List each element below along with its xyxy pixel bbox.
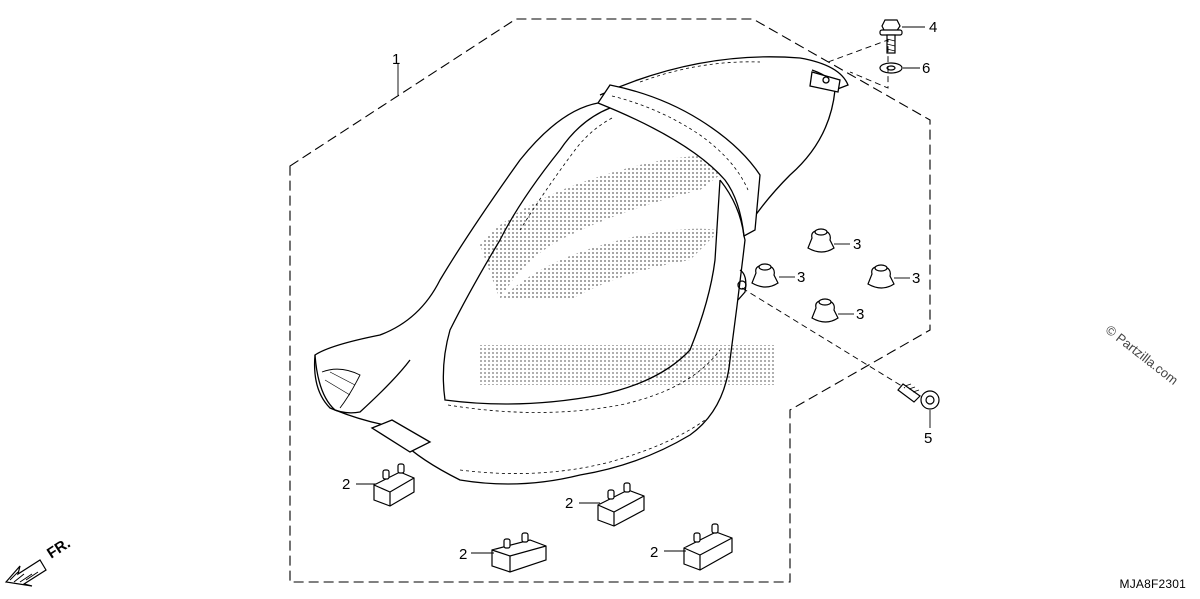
callout-2: 2 (565, 495, 573, 512)
front-direction-arrow-icon (4, 559, 47, 587)
leader-lines (356, 26, 931, 554)
callout-2: 2 (650, 544, 658, 561)
callout-1: 1 (392, 51, 400, 68)
rubber-block (597, 482, 645, 527)
rubber-block (373, 463, 415, 507)
rubber-block (491, 532, 547, 573)
callout-3: 3 (853, 236, 861, 253)
seat (313, 56, 849, 485)
flange-bolt-side (897, 383, 940, 410)
callout-4: 4 (929, 19, 937, 36)
callout-labels: 1 2 2 2 2 3 3 3 3 4 5 6 (342, 19, 937, 563)
washer (879, 62, 903, 74)
callout-5: 5 (924, 430, 932, 447)
honda-wing-logo (480, 156, 775, 385)
callout-2: 2 (342, 476, 350, 493)
assembly-boundary (289, 18, 931, 583)
grommet (751, 263, 779, 288)
grommet (811, 298, 839, 323)
callout-3: 3 (912, 270, 920, 287)
rubber-block (683, 523, 733, 571)
callout-3: 3 (856, 306, 864, 323)
grommet (807, 228, 835, 253)
callout-2: 2 (459, 546, 467, 563)
diagram-code: MJA8F2301 (1119, 577, 1186, 591)
callout-6: 6 (922, 60, 930, 77)
flange-bolt-top (879, 19, 903, 54)
callout-3: 3 (797, 269, 805, 286)
grommet (867, 264, 895, 289)
